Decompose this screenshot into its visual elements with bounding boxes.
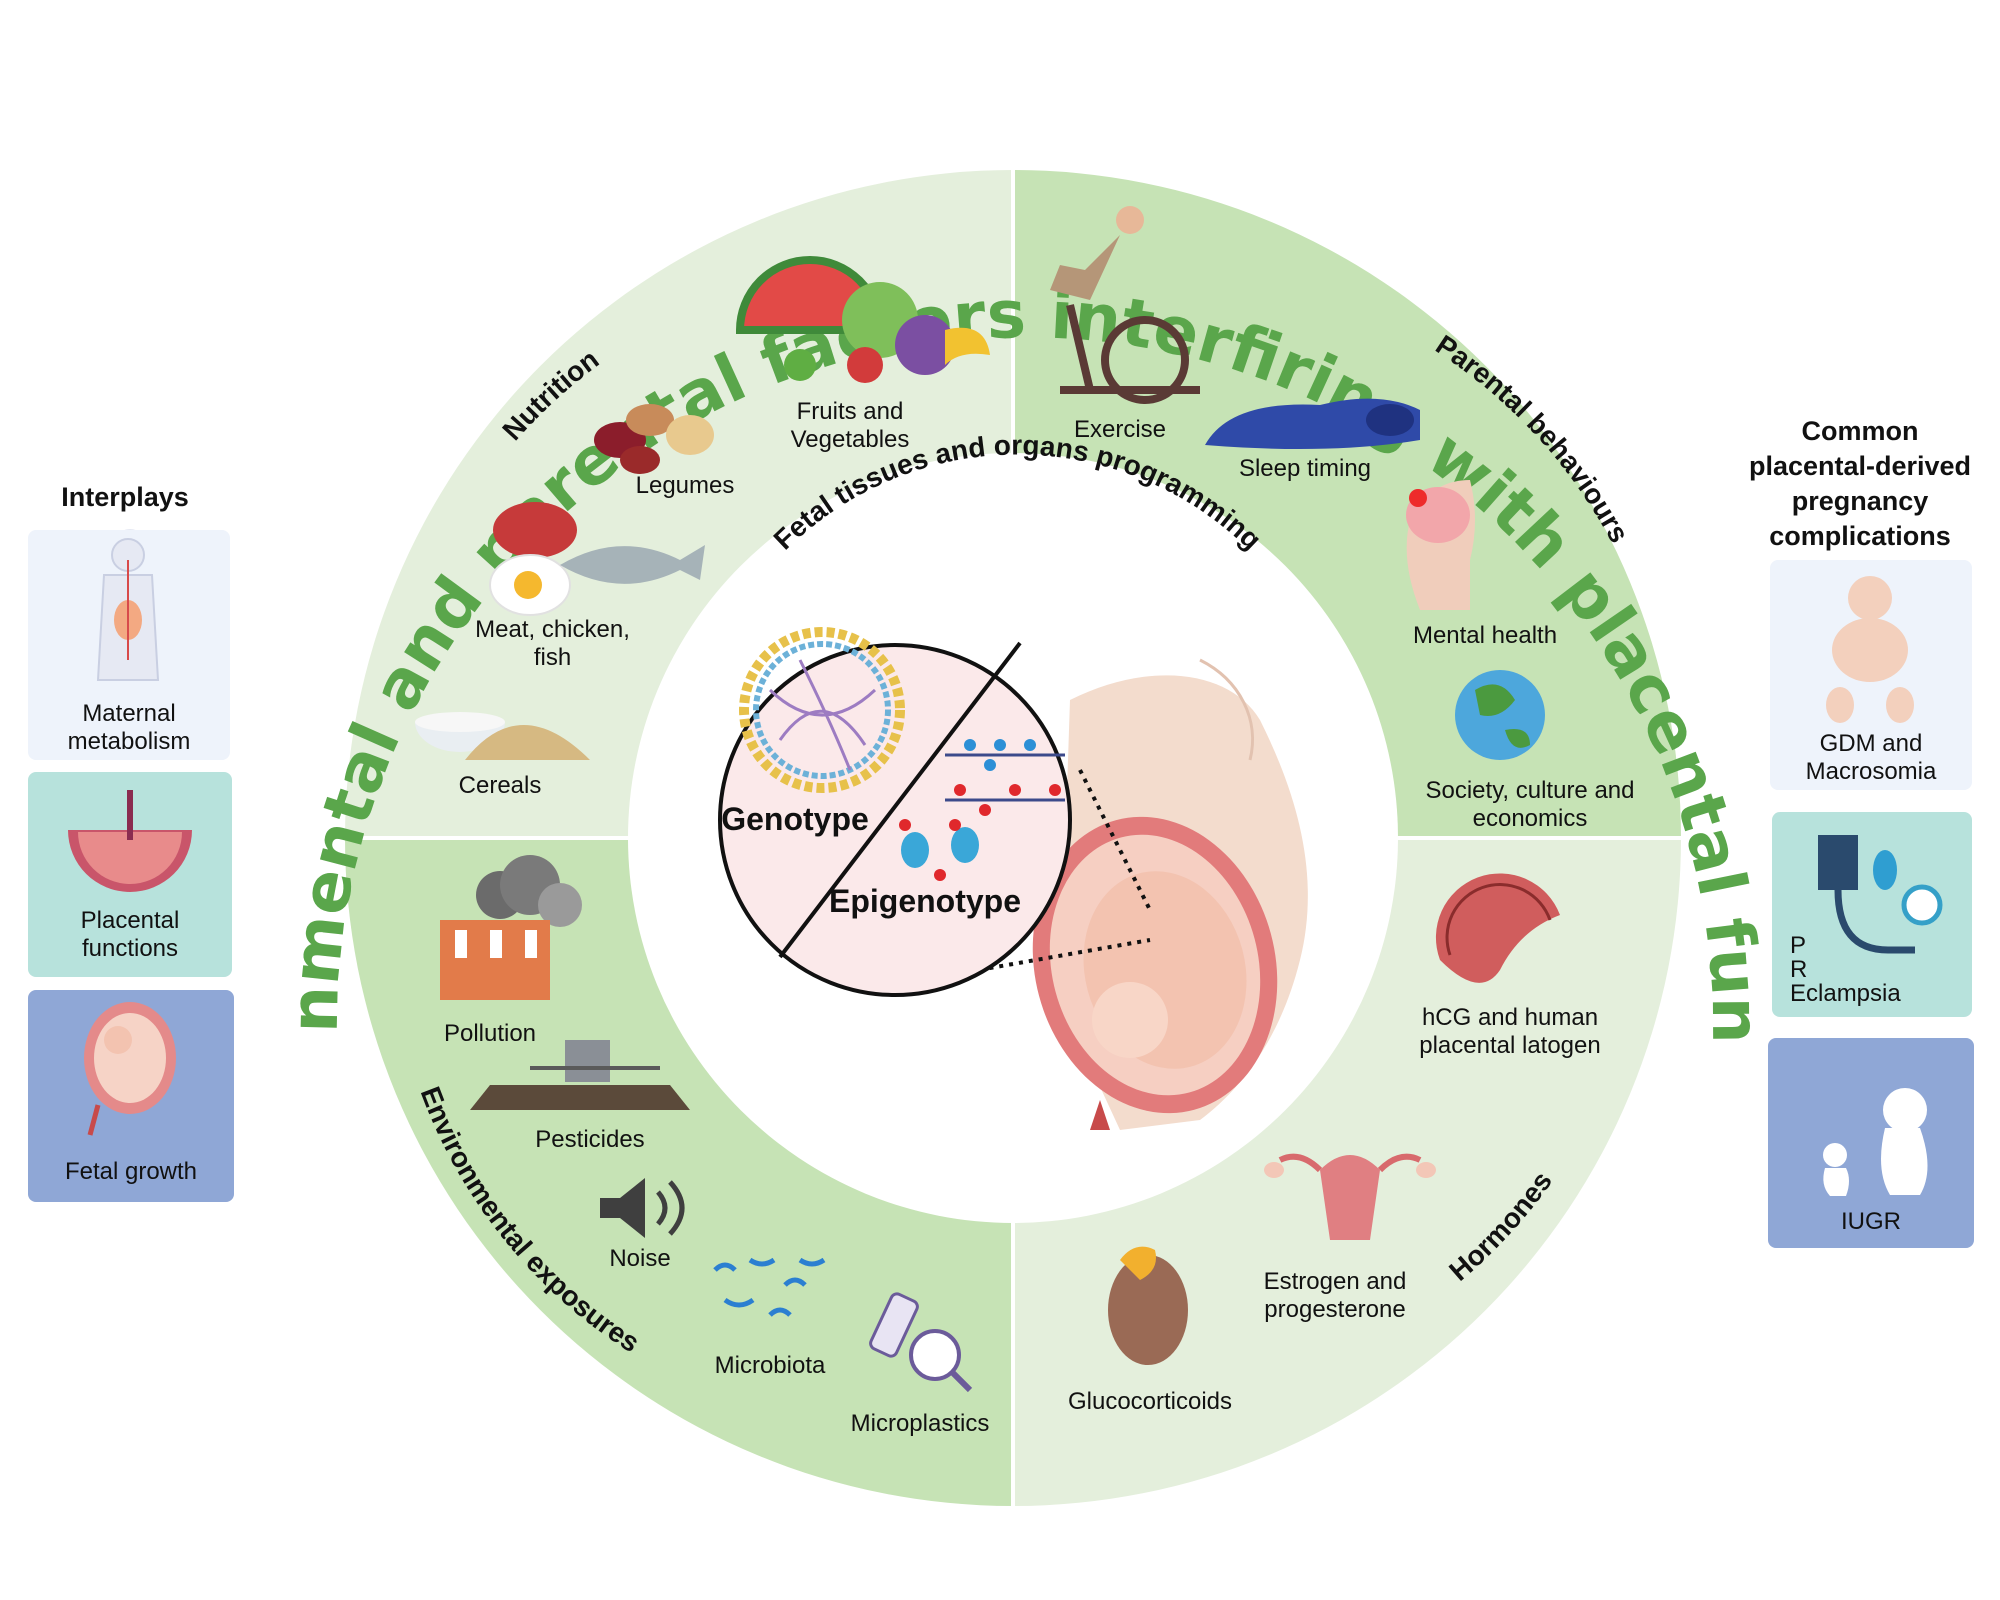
gdm-macrosomia-card: GDM and Macrosomia <box>1770 560 1972 790</box>
fruits-vegetables-label: Fruits and Vegetables <box>790 398 910 453</box>
mental-health-icon <box>1406 480 1475 610</box>
noise-icon <box>600 1178 685 1238</box>
meat-fish-icon <box>489 502 705 616</box>
noise-label: Noise <box>609 1245 671 1272</box>
genotype-label: Genotype <box>721 801 869 837</box>
fetal-growth-label: Fetal growth <box>64 1158 198 1185</box>
placental-functions-card: Placental functions <box>28 772 232 977</box>
cereals-label: Cereals <box>458 772 542 799</box>
cereals-icon <box>415 712 590 760</box>
pollution-label: Pollution <box>443 1020 537 1047</box>
sleep-icon <box>1205 398 1420 449</box>
fetal-growth-card: Fetal growth <box>28 990 234 1202</box>
interplays-title: Interplays <box>61 482 189 512</box>
placenta-icon <box>1435 873 1560 983</box>
exercise-icon <box>1050 206 1200 404</box>
genotype-epigenotype-circle <box>718 627 1072 997</box>
pesticides-label: Pesticides <box>535 1126 645 1153</box>
complications-title: Common placental-derived pregnancy compl… <box>1748 416 1972 551</box>
uterus-icon <box>1264 1153 1436 1240</box>
epigenotype-label: Epigenotype <box>829 883 1021 919</box>
microplastics-label: Microplastics <box>850 1410 990 1437</box>
legumes-icon <box>594 404 714 474</box>
maternal-metabolism-card: Maternal metabolism <box>28 530 230 760</box>
meat-chicken-fish-label: Meat, chicken, fish <box>475 616 630 671</box>
microbiota-label: Microbiota <box>714 1352 826 1379</box>
estrogen-progesterone-label: Estrogen and progesterone <box>1263 1268 1407 1323</box>
placental-functions-label: Placental functions <box>80 907 180 962</box>
glucocorticoids-label: Glucocorticoids <box>1067 1388 1233 1415</box>
gdm-macrosomia-label: GDM and Macrosomia <box>1805 730 1937 785</box>
iugr-card: IUGR <box>1768 1038 1974 1248</box>
globe-icon <box>1455 670 1545 760</box>
pesticides-icon <box>470 1040 690 1110</box>
fruits-vegetables-icon <box>735 256 990 383</box>
preeclampsia-card: P R Eclampsia <box>1772 812 1972 1017</box>
society-culture-economics-label: Society, culture and economics <box>1425 777 1635 832</box>
microplastics-icon <box>869 1292 973 1393</box>
legumes-label: Legumes <box>635 472 735 499</box>
sleep-timing-label: Sleep timing <box>1238 455 1372 482</box>
pollution-icon <box>440 855 582 1000</box>
maternal-metabolism-label: Maternal metabolism <box>67 700 191 755</box>
iugr-label: IUGR <box>1841 1208 1901 1235</box>
adrenal-kidney-icon <box>1108 1246 1188 1365</box>
preeclampsia-label: P R Eclampsia <box>1790 932 1901 1007</box>
hcg-placental-latogen-label: hCG and human placental latogen <box>1419 1004 1601 1059</box>
pregnant-body-illustration <box>949 658 1308 1130</box>
microbiota-icon <box>713 1257 826 1317</box>
mental-health-label: Mental health <box>1412 622 1558 649</box>
exercise-label: Exercise <box>1073 416 1167 443</box>
